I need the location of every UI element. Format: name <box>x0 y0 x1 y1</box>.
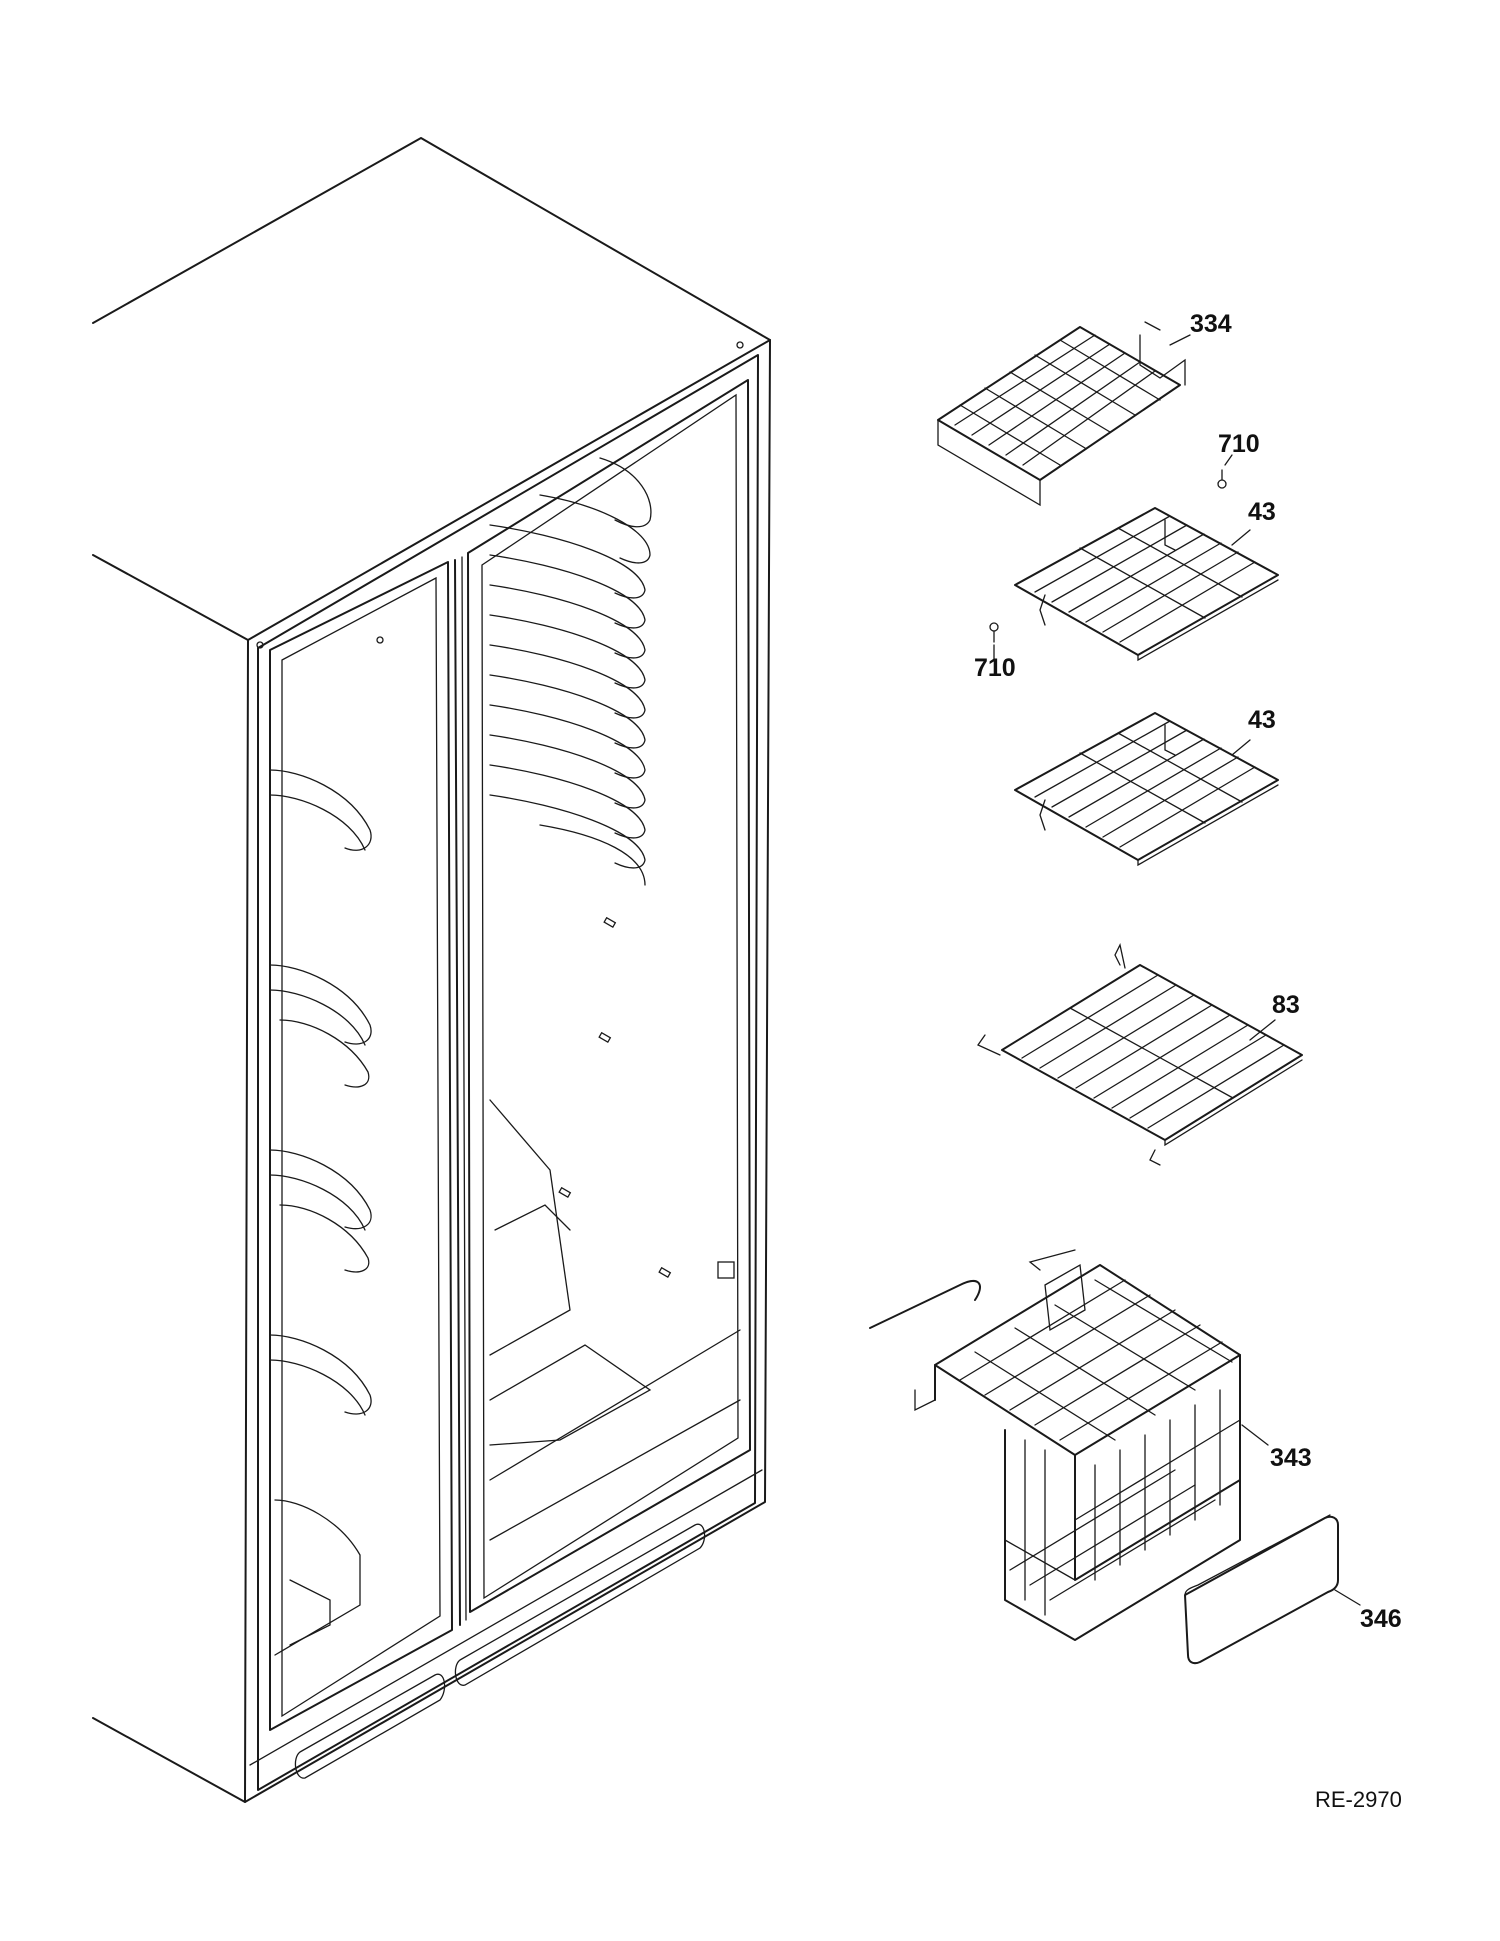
part-710-screw-upper <box>1217 469 1227 489</box>
callout-710-lower: 710 <box>974 654 1016 682</box>
refrigerator-cabinet <box>92 137 771 1803</box>
part-346-basket-front-cover <box>1184 1514 1339 1665</box>
fresh-food-shelf-supports <box>269 769 372 1656</box>
callout-343: 343 <box>1270 1444 1312 1472</box>
leader-lines <box>993 334 1361 1606</box>
part-343-freezer-basket <box>869 1249 1241 1641</box>
callout-346: 346 <box>1360 1605 1402 1633</box>
diagram-reference-code: RE-2970 <box>1315 1787 1402 1812</box>
part-83-freezer-shelf-wide <box>977 943 1303 1166</box>
callout-710-upper: 710 <box>1218 430 1260 458</box>
part-334-upper-freezer-shelf <box>937 321 1186 507</box>
callout-43-upper: 43 <box>1248 498 1276 526</box>
callout-334: 334 <box>1190 310 1232 338</box>
freezer-shelf-supports <box>489 457 741 1541</box>
callout-43-lower: 43 <box>1248 706 1276 734</box>
part-710-screw-lower <box>989 622 999 643</box>
callout-83: 83 <box>1272 991 1300 1019</box>
cabinet-base-grille <box>249 1469 763 1779</box>
part-43-freezer-shelf-lower <box>1014 712 1279 867</box>
part-43-freezer-shelf-upper <box>1014 507 1279 662</box>
